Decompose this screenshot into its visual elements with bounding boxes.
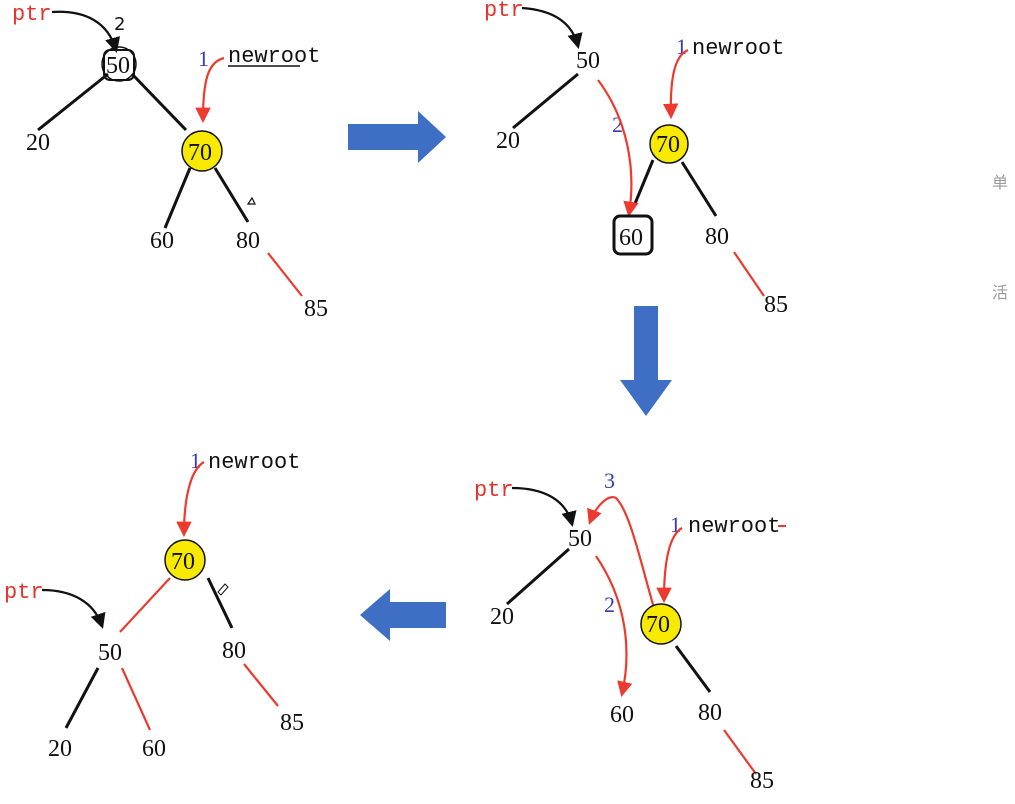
node-50: 50 [106,53,130,79]
node-70: 70 [188,140,212,166]
edge-50-60 [120,667,152,731]
panel-1: ptr 2 50 1 newroot 70 20 60 80 85 [12,2,328,322]
step-1-label: 1 [670,512,681,537]
node-50: 50 [98,640,122,666]
step-1-label: 1 [676,34,687,59]
node-60: 60 [142,736,166,762]
node-80: 80 [705,224,729,250]
newroot-label: newroot [692,36,784,61]
node-60: 60 [610,702,634,728]
edge-70-80 [206,577,234,629]
node-85: 85 [280,710,304,736]
ptr-label: ptr [484,0,524,23]
panel-2: ptr 50 1 newroot 2 70 20 60 80 85 [484,0,788,318]
edge-70-50 [119,577,171,633]
node-70-circle [181,130,223,172]
node-85: 85 [764,292,788,318]
newroot-arrow [656,527,683,604]
panel-4: 1 newroot 70 ptr 50 80 85 20 60 [4,448,304,762]
ptr-arrow [41,588,106,629]
node-80: 80 [236,228,260,254]
arrow-right [348,111,446,163]
edge-70-80 [674,645,712,693]
side-char-2: 活 [992,283,1008,302]
node-20: 20 [496,128,520,154]
step-3-arrow [587,496,656,609]
ptr-label: ptr [4,580,44,605]
arrow-left [360,589,446,641]
edge-80-85 [243,663,279,707]
step-2-arrow [595,555,633,698]
edge-50-20 [506,547,570,606]
pencil-mark [217,583,229,596]
node-20: 20 [26,130,50,156]
node-85: 85 [750,768,774,794]
edge-80-85 [267,252,303,297]
edge-70-60 [632,159,655,207]
ptr-label: ptr [474,478,514,503]
step-2-arrow [597,79,639,218]
step-1-label: 1 [190,448,201,473]
step-2-label: 2 [114,14,125,35]
node-50-box [103,49,135,81]
step-2-label: 2 [612,112,623,137]
node-70-circle [649,124,689,164]
arrow-down [620,306,672,416]
pencil-mark [246,196,256,205]
edge-50-20 [512,72,579,130]
node-70-circle [640,603,682,645]
node-80: 80 [222,638,246,664]
node-50-circle [101,46,137,82]
newroot-arrow [195,56,225,124]
node-60-box [612,214,654,256]
ptr-arrow [51,10,121,53]
newroot-arrow [662,48,689,120]
edge-70-80 [680,161,718,217]
node-70-circle [164,539,206,581]
newroot-label: newroot [688,514,780,539]
edge-80-85 [733,251,765,297]
ptr-arrow [511,486,577,527]
node-50: 50 [568,526,592,552]
newroot-arrow [176,461,205,538]
newroot-label: newroot [228,44,320,69]
panel-3: ptr 3 50 1 newroot 2 70 20 60 80 85 [474,468,786,794]
step-1-label: 1 [198,46,209,71]
edge-50-20 [64,667,100,729]
edge-70-60 [163,167,192,229]
ptr-arrow [521,6,583,49]
step-2-label: 2 [604,592,615,617]
edge-50-20 [37,72,109,132]
node-60: 60 [619,225,643,251]
edge-80-85 [723,729,757,775]
node-80: 80 [698,700,722,726]
node-20: 20 [490,604,514,630]
node-60: 60 [150,228,174,254]
node-50: 50 [576,48,600,74]
ptr-label: ptr [12,2,52,27]
side-char-1: 单 [992,173,1008,192]
node-70: 70 [646,612,670,638]
edge-70-80 [213,167,250,223]
node-70: 70 [656,132,680,158]
node-20: 20 [48,736,72,762]
node-85: 85 [304,296,328,322]
node-70: 70 [171,549,195,575]
newroot-label: newroot [208,450,300,475]
edge-50-70 [130,72,188,132]
step-3-label: 3 [604,468,615,493]
